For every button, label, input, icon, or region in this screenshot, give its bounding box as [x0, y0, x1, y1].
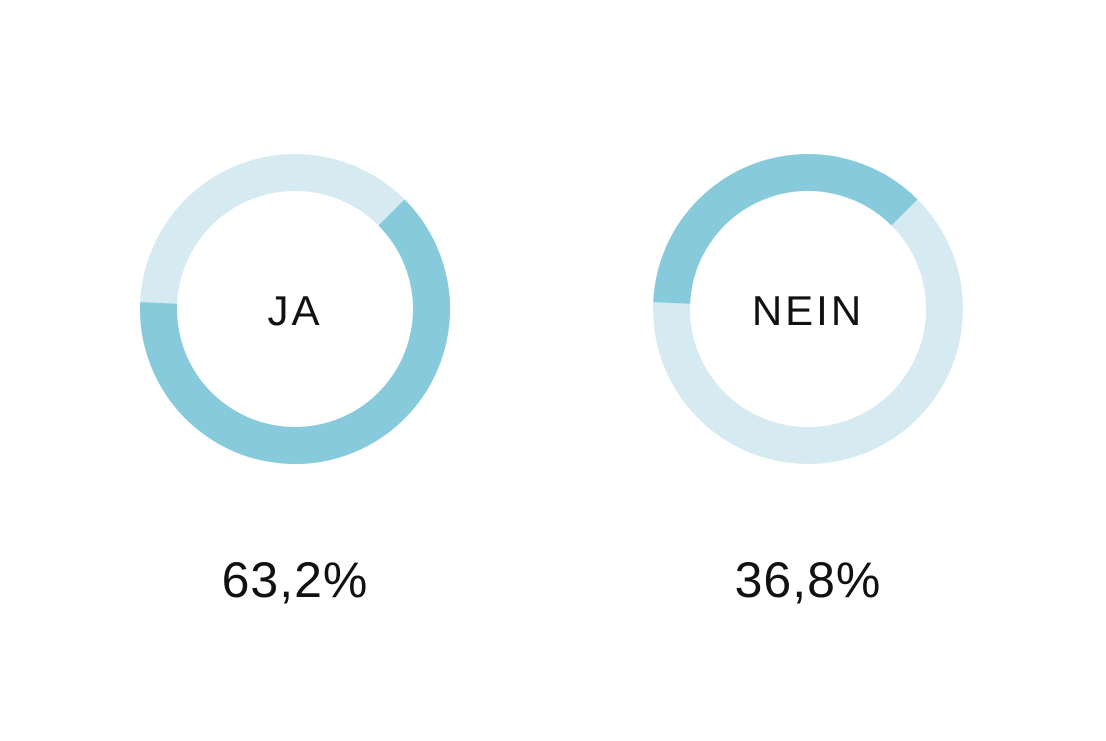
donut-nein-percent: 36,8%: [735, 552, 882, 608]
donut-nein-label: NEIN: [752, 287, 864, 334]
donut-ja: JA 63,2%: [140, 154, 450, 608]
donut-ja-value-arc: [140, 199, 450, 464]
donut-nein-value-arc: [653, 154, 918, 305]
donut-ja-percent: 63,2%: [222, 552, 369, 608]
donut-nein: NEIN 36,8%: [653, 154, 963, 608]
donut-ja-label: JA: [267, 287, 322, 334]
